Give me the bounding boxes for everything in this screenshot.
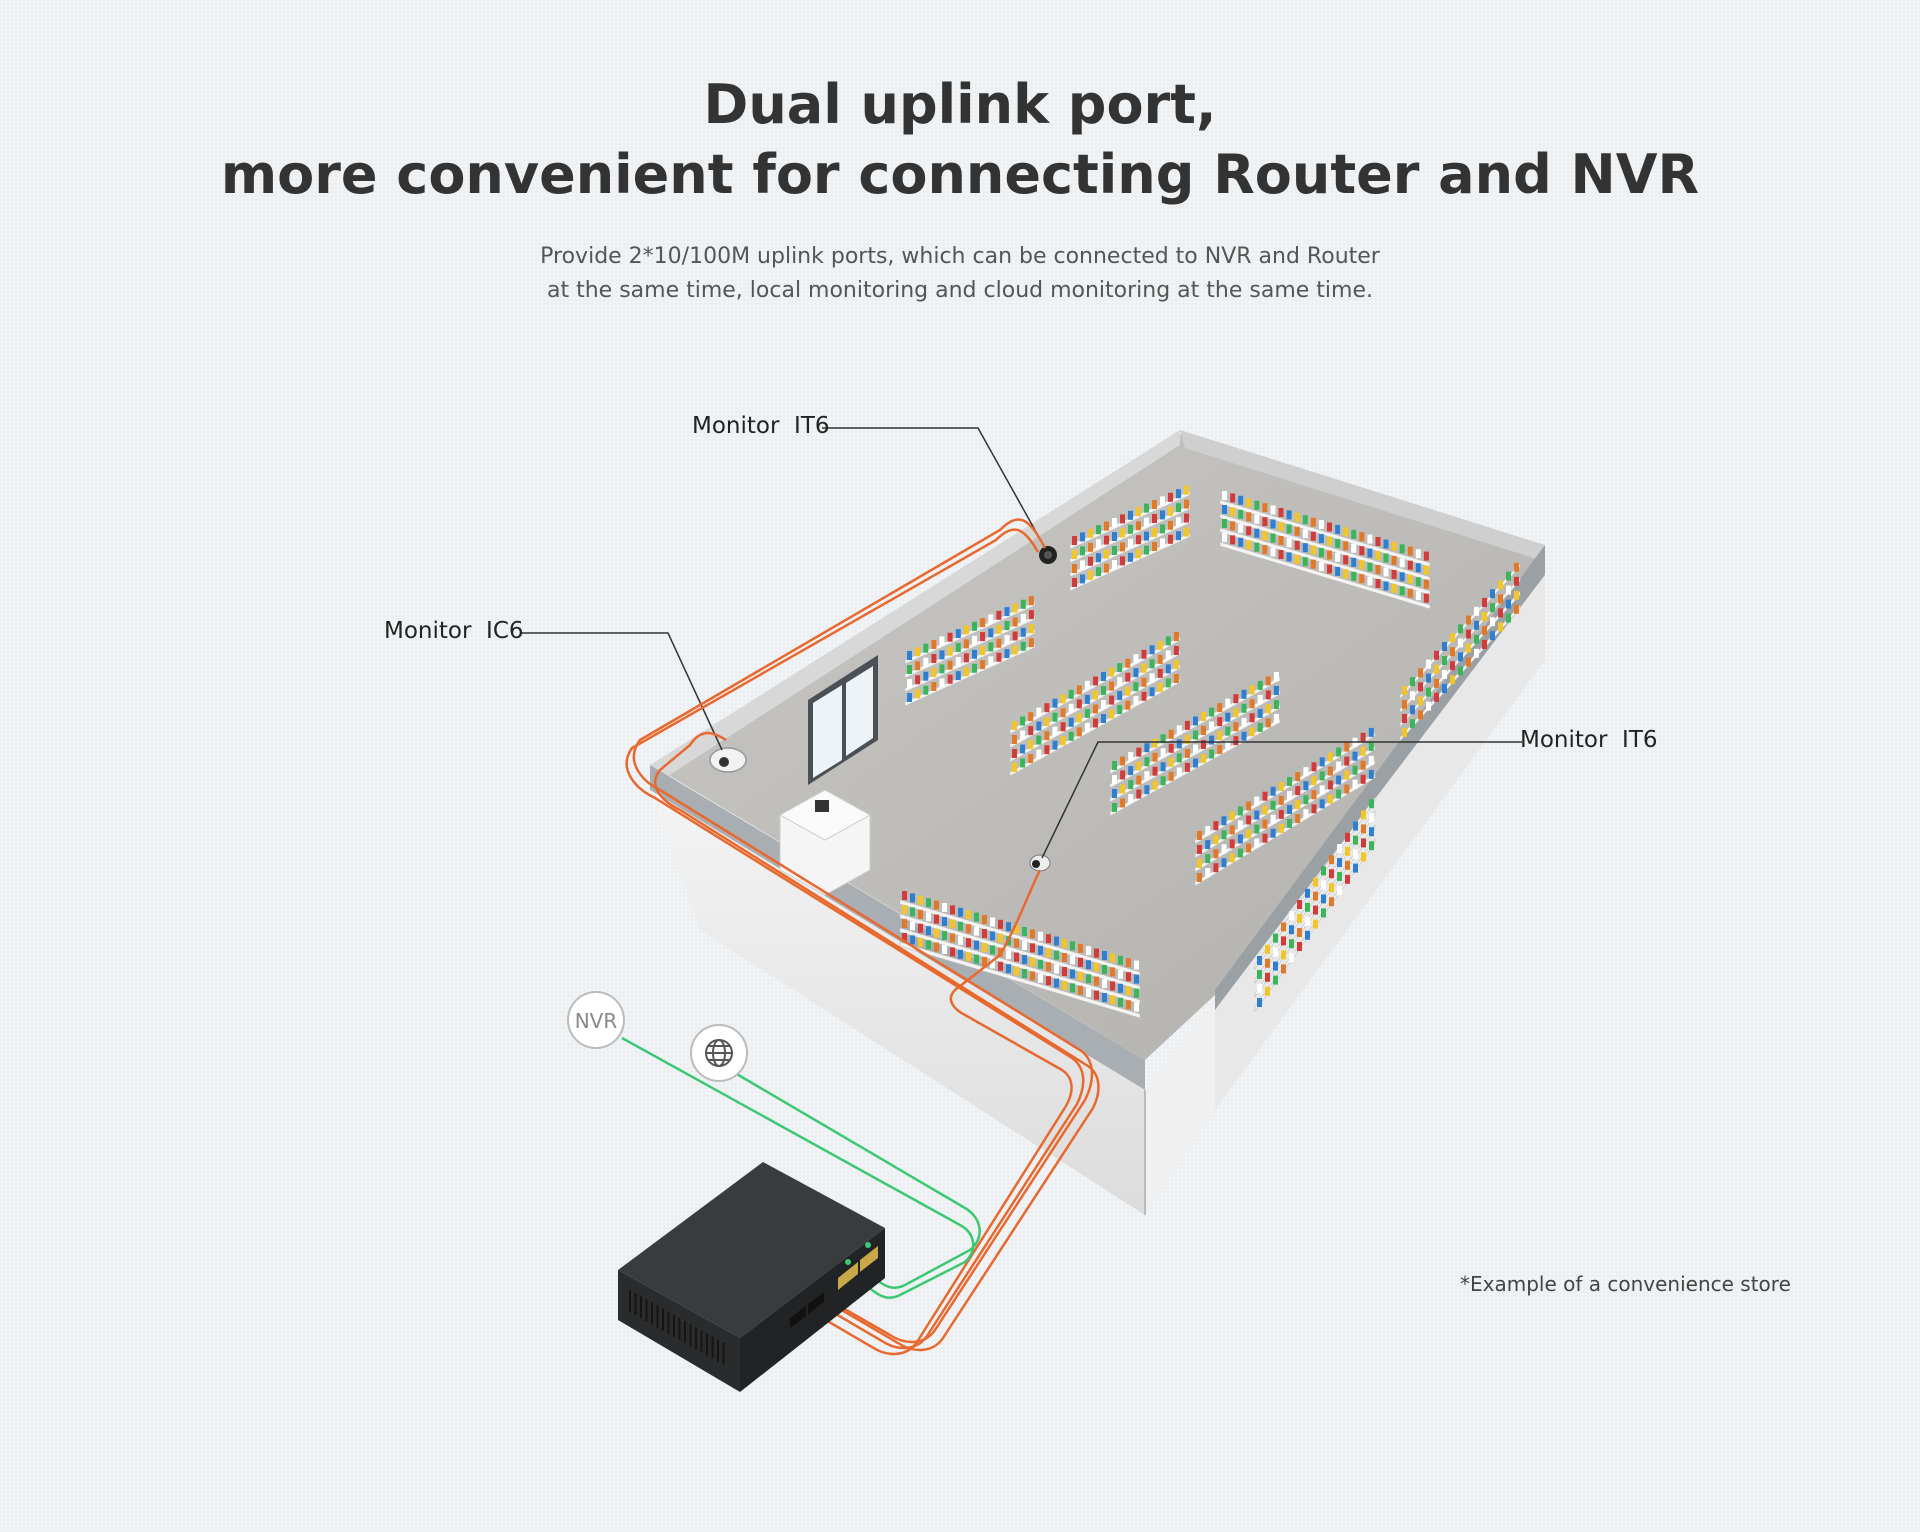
nvr-bubble: NVR: [567, 991, 625, 1049]
switch-top: [618, 1162, 885, 1338]
store-floor: [660, 432, 1545, 1060]
callout-line-left: [520, 632, 723, 751]
shelf-unit: [904, 596, 1036, 707]
camera-ic6-left: [709, 747, 747, 773]
router-bubble: [690, 1024, 748, 1082]
page-title: Dual uplink port, more convenient for co…: [0, 70, 1920, 210]
globe-icon: [705, 1039, 733, 1067]
callout-label-it6-top: Monitor IT6: [692, 413, 830, 439]
store-shelves: [899, 485, 1521, 1019]
shelf-unit: [1399, 562, 1521, 742]
back-right-wall: [1180, 430, 1545, 560]
nvr-uplink-cable: [621, 1036, 975, 1299]
shelf-unit: [1069, 485, 1191, 592]
shelf-unit: [1009, 632, 1181, 777]
back-left-wall: [650, 430, 1180, 778]
front-wall-top: [650, 765, 1145, 1090]
subtitle-line-1: Provide 2*10/100M uplink ports, which ca…: [540, 244, 1380, 269]
right-wall-face: [1215, 575, 1545, 1110]
router-uplink-cable: [734, 1071, 981, 1289]
entrance-door: [808, 655, 878, 785]
camera-it6-right: [1029, 854, 1051, 872]
callout-line-right: [1041, 741, 1522, 859]
switch-ports: [790, 1242, 878, 1328]
shelf-unit: [1109, 672, 1281, 817]
footnote: *Example of a convenience store: [1460, 1272, 1791, 1296]
camera-it6-top: [1039, 546, 1057, 564]
shelf-unit: [899, 891, 1141, 1019]
shelf-unit: [1194, 727, 1376, 887]
poe-switch: [618, 1162, 885, 1392]
switch-vents: [629, 1290, 725, 1365]
front-wall-face: [650, 790, 1145, 1215]
shelf-unit: [1219, 491, 1431, 610]
poe-cables: [625, 518, 1100, 1356]
callout-label-it6-right: Monitor IT6: [1520, 727, 1658, 753]
uplink-cables: [621, 1036, 981, 1299]
shelf-unit: [1254, 796, 1376, 1012]
title-line-2: more convenient for connecting Router an…: [220, 143, 1700, 206]
title-line-1: Dual uplink port,: [703, 73, 1217, 136]
subtitle-line-2: at the same time, local monitoring and c…: [547, 278, 1373, 303]
corner-wall: [1145, 1000, 1215, 1215]
callout-label-ic6-left: Monitor IC6: [384, 618, 524, 644]
cashier-counter: [778, 789, 872, 896]
nvr-label: NVR: [575, 1009, 618, 1033]
subtitle: Provide 2*10/100M uplink ports, which ca…: [0, 240, 1920, 308]
store-building: [650, 430, 1545, 1215]
callout-line-top: [822, 427, 1046, 549]
callout-lines: [520, 427, 1522, 859]
